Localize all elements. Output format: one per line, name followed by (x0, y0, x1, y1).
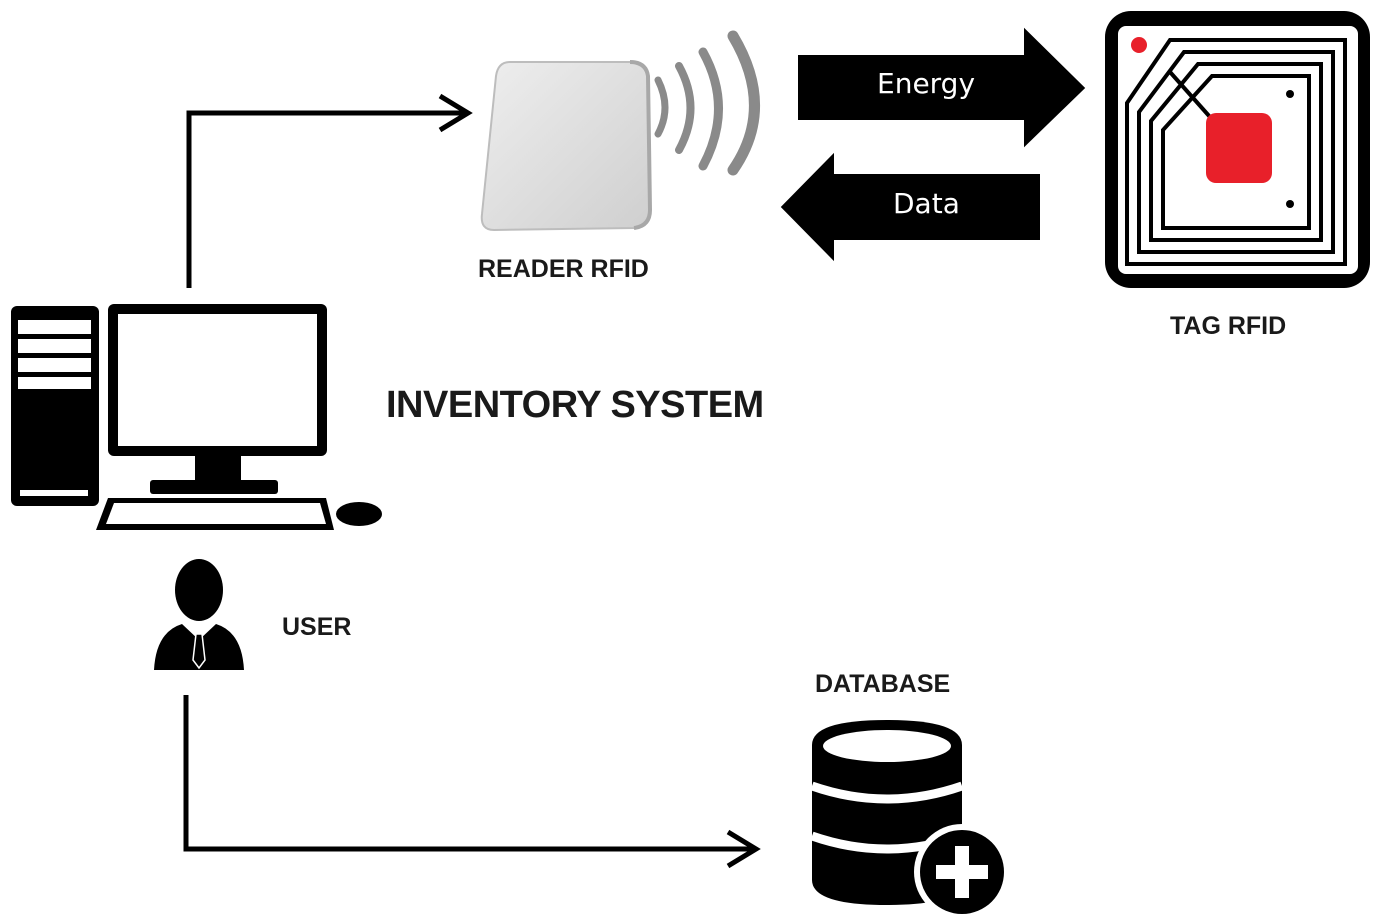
database-label: DATABASE (815, 670, 951, 698)
add-icon (914, 824, 1010, 917)
tag-label: TAG RFID (1170, 312, 1287, 340)
energy-arrow (794, 18, 1091, 157)
energy-label: Energy (877, 67, 976, 100)
system-title: INVENTORY SYSTEM (386, 384, 764, 426)
computer-icon (11, 304, 382, 530)
rfid-reader-icon (480, 60, 653, 232)
data-label: Data (893, 187, 960, 220)
connector-computer-to-reader (186, 93, 473, 288)
user-label: USER (282, 613, 352, 641)
data-arrow (775, 143, 1044, 271)
user-icon (154, 559, 244, 670)
rfid-tag-icon (1105, 11, 1370, 288)
radio-waves-icon (654, 30, 760, 176)
connector-user-to-database (183, 695, 761, 869)
reader-label: READER RFID (478, 255, 649, 283)
